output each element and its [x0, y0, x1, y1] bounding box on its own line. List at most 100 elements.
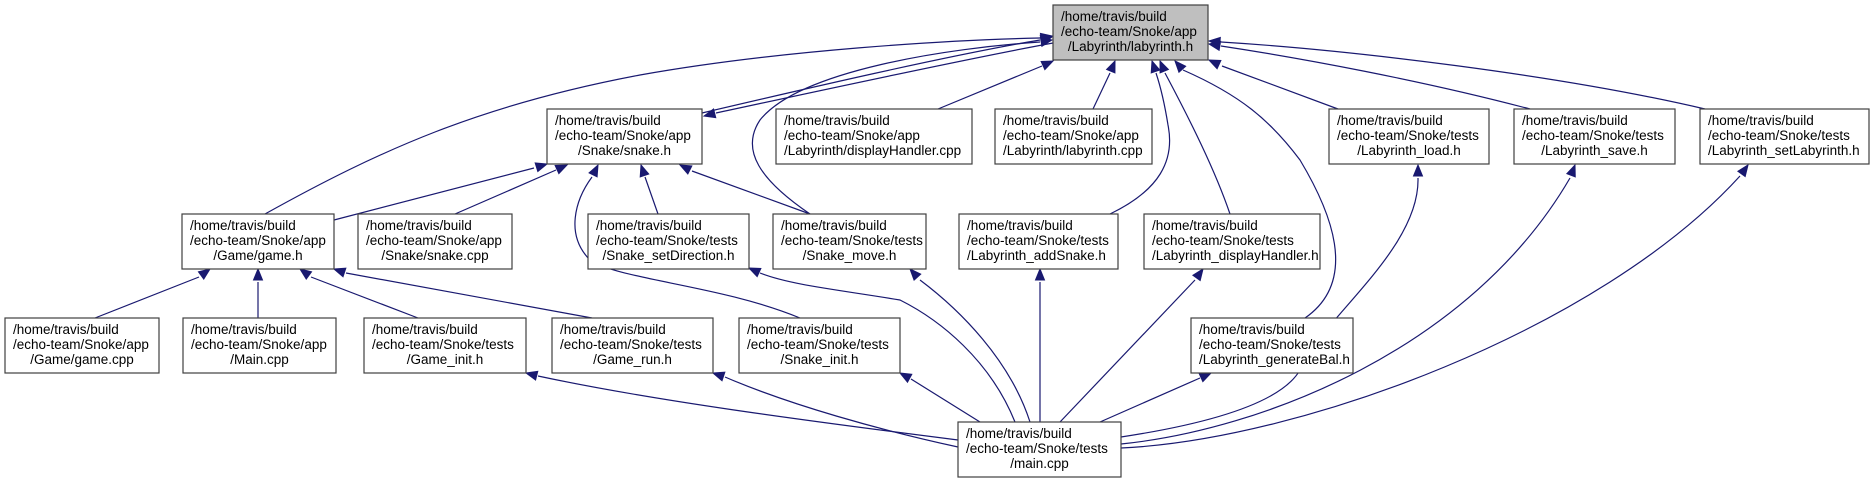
node-box[interactable] — [1052, 4, 1209, 61]
node-Labyrinth-save-h[interactable]: /home/travis/build/echo-team/Snoke/tests… — [1513, 108, 1676, 165]
node-box[interactable] — [357, 213, 513, 270]
node-box[interactable] — [1699, 108, 1870, 165]
arrowhead-icon — [524, 370, 539, 381]
edge-line — [264, 37, 1041, 215]
arrowhead-icon — [554, 164, 569, 175]
edge-main_cpp-to-Labyrinth_addSnake_h — [1034, 267, 1046, 422]
node-labyrinth-h[interactable]: /home/travis/build/echo-team/Snoke/app/L… — [1052, 4, 1209, 61]
node-Main-cpp[interactable]: /home/travis/build/echo-team/Snoke/app/M… — [182, 317, 337, 374]
node-label-line: /home/travis/build — [596, 218, 702, 233]
node-labyrinth-cpp[interactable]: /home/travis/build/echo-team/Snoke/app/L… — [994, 108, 1153, 165]
arrowhead-icon — [1207, 36, 1221, 48]
edge-line — [691, 170, 811, 215]
edge-line — [937, 65, 1043, 110]
edge-line — [537, 375, 959, 441]
arrowhead-icon — [1736, 163, 1749, 178]
node-label-line: /echo-team/Snoke/tests — [1152, 233, 1294, 248]
node-label-line: /home/travis/build — [1061, 9, 1167, 24]
node-box[interactable] — [738, 317, 901, 374]
edge-line — [724, 376, 959, 448]
arrowhead-icon — [1039, 36, 1054, 48]
edge-Labyrinth_load_h-to-labyrinth_h — [1207, 59, 1339, 110]
node-box[interactable] — [958, 213, 1119, 270]
edge-Snake_move_h-to-snake_h — [678, 164, 811, 215]
edge-Labyrinth_save_h-to-labyrinth_h — [1207, 40, 1531, 110]
node-box[interactable] — [957, 421, 1122, 478]
node-label-line: /echo-team/Snoke/tests — [1522, 128, 1664, 143]
arrowhead-icon — [1174, 60, 1187, 74]
node-Snake-setDirection-h[interactable]: /home/travis/build/echo-team/Snoke/tests… — [587, 213, 750, 270]
edge-main_cpp-to-Game_init_h — [524, 370, 959, 441]
node-label-line: /home/travis/build — [1152, 218, 1258, 233]
node-label-line: /home/travis/build — [366, 218, 472, 233]
node-box[interactable] — [4, 317, 160, 374]
node-box[interactable] — [1143, 213, 1321, 270]
node-box[interactable] — [587, 213, 750, 270]
node-label-line: /echo-team/Snoke/app — [191, 337, 327, 352]
node-box[interactable] — [181, 213, 335, 270]
arrowhead-icon — [639, 163, 650, 178]
node-Snake-init-h[interactable]: /home/travis/build/echo-team/Snoke/tests… — [738, 317, 901, 374]
edge-labyrinth_h-to-snake_h — [702, 42, 1054, 119]
node-Labyrinth-generateBal-h[interactable]: /home/travis/build/echo-team/Snoke/tests… — [1190, 317, 1354, 374]
node-box[interactable] — [546, 108, 703, 165]
edge-main_cpp-to-Labyrinth_load_h — [1120, 163, 1424, 438]
node-label-line: /Snake/snake.cpp — [381, 248, 488, 263]
edge-line — [1221, 65, 1339, 110]
node-label-line: /home/travis/build — [191, 322, 297, 337]
node-label-line: /home/travis/build — [555, 113, 661, 128]
edge-line — [1092, 72, 1111, 110]
edge-line — [1120, 177, 1571, 445]
node-label-line: /home/travis/build — [967, 218, 1073, 233]
node-label-line: /Labyrinth_setLabyrinth.h — [1708, 143, 1860, 158]
edge-Snake_setDirection_h-to-snake_h — [639, 163, 659, 215]
edge-line — [1099, 377, 1201, 423]
node-box[interactable] — [1328, 108, 1490, 165]
edge-line — [1109, 72, 1171, 215]
node-box[interactable] — [994, 108, 1153, 165]
node-Labyrinth-load-h[interactable]: /home/travis/build/echo-team/Snoke/tests… — [1328, 108, 1490, 165]
node-Labyrinth-addSnake-h[interactable]: /home/travis/build/echo-team/Snoke/tests… — [958, 213, 1119, 270]
node-Snake-move-h[interactable]: /home/travis/build/echo-team/Snoke/tests… — [772, 213, 927, 270]
arrowhead-icon — [1150, 59, 1161, 74]
node-label-line: /Game/game.cpp — [30, 352, 134, 367]
node-box[interactable] — [363, 317, 527, 374]
node-Labyrinth-setLabyrinth-h[interactable]: /home/travis/build/echo-team/Snoke/tests… — [1699, 108, 1870, 165]
node-label-line: /home/travis/build — [1522, 113, 1628, 128]
node-label-line: /Game/game.h — [213, 248, 302, 263]
arrowhead-icon — [252, 267, 264, 281]
node-Game-run-h[interactable]: /home/travis/build/echo-team/Snoke/tests… — [551, 317, 714, 374]
node-box[interactable] — [772, 213, 927, 270]
arrowhead-icon — [898, 372, 913, 384]
edge-line — [759, 272, 1016, 423]
arrowhead-icon — [298, 268, 313, 281]
node-box[interactable] — [182, 317, 337, 374]
node-Game-init-h[interactable]: /home/travis/build/echo-team/Snoke/tests… — [363, 317, 527, 374]
node-main-cpp[interactable]: /home/travis/build/echo-team/Snoke/tests… — [957, 421, 1122, 478]
node-label-line: /home/travis/build — [190, 218, 296, 233]
node-box[interactable] — [1513, 108, 1676, 165]
node-label-line: /echo-team/Snoke/app — [190, 233, 326, 248]
node-game-cpp[interactable]: /home/travis/build/echo-team/Snoke/app/G… — [4, 317, 160, 374]
edge-Main_cpp-to-game_h — [252, 267, 264, 318]
edge-Labyrinth_setLabyrinth_h-to-labyrinth_h — [1207, 36, 1706, 110]
edge-line — [454, 169, 557, 215]
node-box[interactable] — [775, 108, 973, 165]
node-Labyrinth-displayHandler-h[interactable]: /home/travis/build/echo-team/Snoke/tests… — [1143, 213, 1321, 270]
node-snake-h[interactable]: /home/travis/build/echo-team/Snoke/app/S… — [546, 108, 703, 165]
arrowhead-icon — [197, 268, 212, 281]
node-box[interactable] — [551, 317, 714, 374]
arrowhead-icon — [702, 108, 717, 119]
arrowhead-icon — [678, 164, 693, 175]
arrowhead-icon — [909, 268, 922, 282]
edge-line — [1164, 72, 1231, 215]
node-label-line: /echo-team/Snoke/tests — [781, 233, 923, 248]
node-box[interactable] — [1190, 317, 1354, 374]
node-label-line: /echo-team/Snoke/tests — [560, 337, 702, 352]
node-displayHandler-cpp[interactable]: /home/travis/build/echo-team/Snoke/app/L… — [775, 108, 973, 165]
node-game-h[interactable]: /home/travis/build/echo-team/Snoke/app/G… — [181, 213, 335, 270]
edge-line — [1182, 69, 1337, 319]
node-snake-cpp[interactable]: /home/travis/build/echo-team/Snoke/app/S… — [357, 213, 513, 270]
edge-line — [333, 167, 535, 221]
